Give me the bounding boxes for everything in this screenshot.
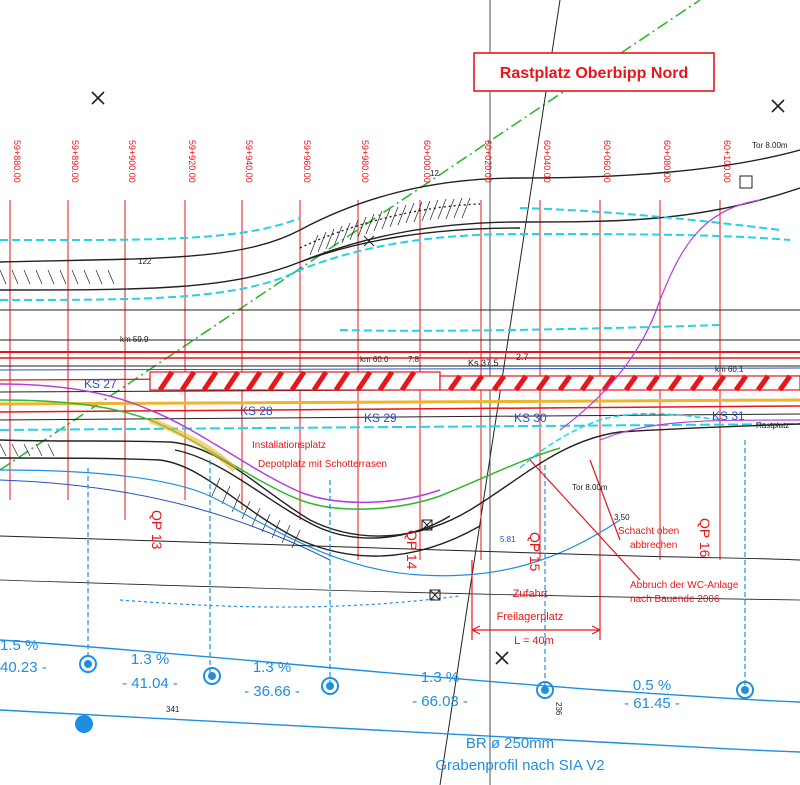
plan-title: Rastplatz Oberbipp Nord	[500, 65, 688, 82]
control-point-ks28: KS 28	[240, 404, 273, 418]
black-diagonal	[439, 0, 561, 785]
label-236: 236	[554, 702, 563, 716]
label-122: 122	[138, 257, 152, 266]
slope-5: 0.5 %	[633, 677, 671, 694]
label-350: 3.50	[614, 513, 630, 522]
length-2: - 41.04 -	[122, 675, 178, 692]
ks-value: 2.7	[516, 352, 529, 362]
drainage-node-5	[736, 681, 754, 699]
station-label: 60+040.00	[542, 140, 552, 183]
leader-lines	[471, 459, 641, 640]
station-label: 59+920.00	[187, 140, 197, 183]
station-label: 59+890.00	[70, 140, 80, 183]
slope-2: 1.3 %	[131, 651, 169, 668]
label-581: 5.81	[500, 535, 516, 544]
pipe-label: BR ø 250mm	[466, 735, 554, 752]
station-label: 59+940.00	[244, 140, 254, 183]
station-label: 60+020.00	[483, 140, 493, 183]
zufahrt-label: Zufahrt	[513, 588, 548, 600]
station-label: 59+960.00	[302, 140, 312, 183]
cross-profile-qp16: QP 16	[697, 518, 713, 558]
navy-curve	[0, 479, 331, 561]
station-label: 60+060.00	[602, 140, 612, 183]
profile-label: Grabenprofil nach SIA V2	[435, 757, 604, 774]
station-label: 59+980.00	[360, 140, 370, 183]
km-mid-label: km 60.0	[360, 355, 389, 364]
station-labels: 59+880.00 59+890.00 59+900.00 59+920.00 59+9…	[12, 140, 732, 183]
drainage-drops	[87, 440, 746, 690]
drainage-profile-lines	[0, 535, 800, 753]
cyan-edges	[0, 207, 791, 332]
blue-curves	[0, 469, 621, 608]
drainage-node-big	[75, 715, 93, 733]
lower-ramp	[0, 423, 800, 557]
length-1: 40.23 -	[0, 659, 47, 676]
drainage-node-1	[79, 655, 97, 673]
freilager-label: Freilagerplatz	[497, 611, 564, 623]
gate-mid-label: Tor 8.00m	[572, 483, 608, 492]
length-5: - 61.45 -	[624, 695, 680, 712]
station-label: 60+000.00	[422, 140, 432, 183]
cross-profile-qp13: QP 13	[149, 510, 165, 550]
slope-3: 1.3 %	[253, 659, 291, 676]
barrier-stripes	[157, 370, 793, 392]
length-3: - 36.66 -	[244, 683, 300, 700]
installation-label: Installationsplatz	[252, 440, 326, 451]
cross-profile-qp15: QP 15	[527, 532, 543, 572]
title-box: Rastplatz Oberbipp Nord	[473, 52, 715, 92]
abbruch-label-1: Abbruch der WC-Anlage	[630, 580, 739, 591]
control-point-ks30: KS 30	[514, 411, 547, 425]
abbruch-label-2: nach Bauende 2006	[630, 594, 720, 605]
depot-label: Depotplatz mit Schotterrasen	[258, 459, 387, 470]
colored-edges	[0, 199, 800, 510]
ramp-hatching	[0, 197, 471, 285]
slope-1: 1.5 %	[0, 637, 38, 654]
schacht-label-2: abbrechen	[630, 540, 677, 551]
station-label: 59+880.00	[12, 140, 22, 183]
rest-area-side-label: Rastplatz	[756, 421, 789, 430]
control-point-ks27: KS 27	[84, 377, 117, 391]
drainage-nodes	[75, 655, 754, 733]
label-341: 341	[166, 705, 180, 714]
station-label: 60+100.00	[722, 140, 732, 183]
label-78: 7.8	[408, 355, 420, 364]
label-12: 12	[430, 169, 439, 178]
highway-lanes	[0, 309, 800, 431]
km-right-label: km 60.1	[715, 365, 744, 374]
slope-4: 1.3 %	[421, 669, 459, 686]
gate-top-label: Tor 8.00m	[752, 141, 788, 150]
schacht-label-1: Schacht oben	[618, 526, 679, 537]
drainage-node-4	[536, 681, 554, 699]
length-label: L = 40m	[514, 635, 554, 647]
km-left-label: km 59.9	[120, 335, 149, 344]
x-marks	[91, 91, 785, 665]
cross-profile-qp14: QP 14	[404, 530, 420, 570]
length-4: - 66.03 -	[412, 693, 468, 710]
drainage-node-3	[321, 677, 339, 695]
station-label: 59+900.00	[127, 140, 137, 183]
station-label: 60+080.00	[662, 140, 672, 183]
control-point-ks31: KS 31	[712, 409, 745, 423]
ks-label: Ks 37.5	[468, 358, 499, 368]
control-point-ks29: KS 29	[364, 411, 397, 425]
shaft-squares	[421, 175, 753, 601]
drainage-node-2	[203, 667, 221, 685]
